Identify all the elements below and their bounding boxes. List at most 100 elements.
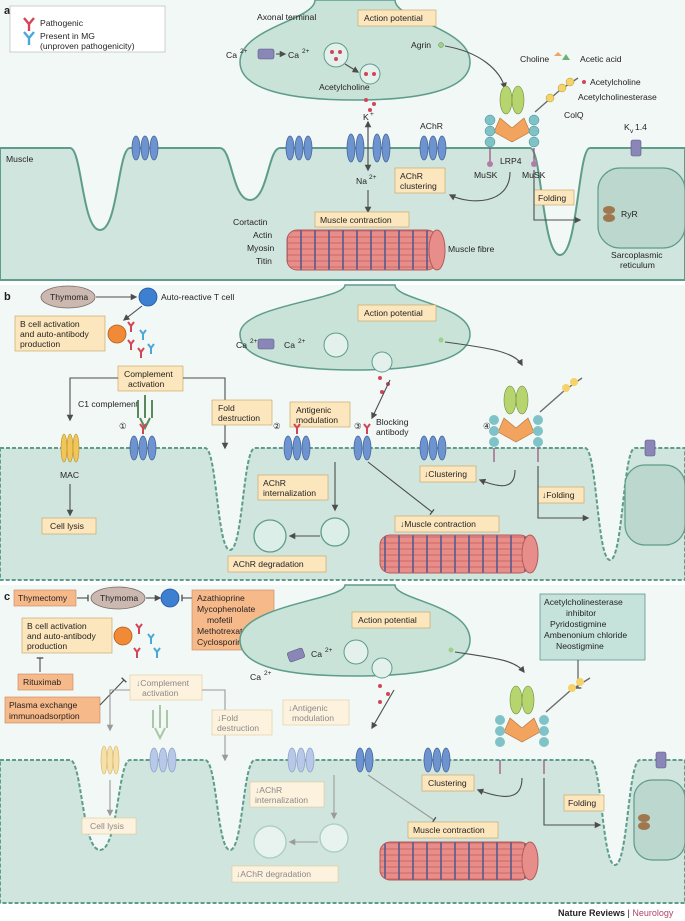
pathogenic-antibody-icon	[23, 17, 35, 31]
ach-dot	[372, 72, 376, 76]
fold-destruction-box-c	[211, 709, 273, 736]
complement-label-2: activation	[128, 379, 165, 389]
musk-left-label: MuSK	[474, 170, 498, 180]
ca-right-label: Ca	[288, 50, 299, 60]
mechanism-number-3: ③	[354, 421, 362, 431]
panel-b: b Thymoma Auto-reactive T cell B cell ac…	[0, 284, 685, 581]
complement-c-label-1: ↓Complement	[136, 678, 190, 688]
agrin-dot	[438, 42, 444, 48]
ach-dot	[378, 376, 382, 380]
muscle-fibre-end-b	[521, 534, 539, 574]
lysosome	[253, 519, 287, 553]
panel-b-letter: b	[4, 291, 11, 303]
contraction-line-c	[367, 774, 437, 824]
muscle-contraction-label-c: Muscle contraction	[413, 825, 485, 835]
synaptic-vesicle-c	[343, 639, 369, 665]
present-antibody-icon	[23, 31, 35, 45]
folding-label: Folding	[538, 193, 566, 203]
blocking-inhibition-line	[367, 461, 435, 516]
ca-right-charge-b: 2+	[298, 338, 306, 345]
achr-clustering-label-1: AChR	[400, 171, 423, 181]
panel-a-letter: a	[4, 5, 11, 17]
ache-enzyme	[570, 378, 578, 386]
ach-dot	[380, 390, 384, 394]
endosome-c	[319, 823, 349, 853]
action-potential-label-b: Action potential	[364, 308, 423, 318]
kv-channel-b	[644, 439, 656, 457]
choline-icon	[554, 52, 562, 56]
bcell-label-1: B cell activation	[20, 319, 80, 329]
ryr-channel	[603, 214, 615, 222]
na-label: Na	[356, 176, 367, 186]
achr-intern-c-label-1: ↓AChR	[255, 785, 282, 795]
ach-dot	[334, 57, 338, 61]
agrin-arrow	[444, 45, 507, 90]
thymoma-label-c: Thymoma	[100, 593, 138, 603]
synaptic-vesicle	[323, 42, 349, 68]
bcell-activation-box-c	[21, 617, 113, 654]
choline-label: Choline	[520, 54, 549, 64]
immuno-label-1: Azathioprine	[197, 593, 245, 603]
ache-enzyme	[557, 83, 567, 93]
clustering-arrow	[448, 171, 511, 202]
muscle-contraction-box	[314, 211, 410, 228]
bcell-c-label-3: production	[27, 641, 67, 651]
kv-subscript: v	[630, 128, 634, 135]
muscle-fibre	[286, 229, 438, 271]
ca-left-label: Ca	[226, 50, 237, 60]
docked-vesicle-c	[371, 657, 393, 679]
lrp4-musk-complex	[484, 85, 540, 167]
b-cell-c	[113, 626, 133, 646]
ca-right-charge: 2+	[302, 48, 310, 55]
folding-arrow	[533, 170, 582, 224]
rituximab-box	[17, 673, 74, 691]
clustering-arrow-b	[478, 469, 516, 487]
clustering-arrow-c	[476, 777, 523, 797]
sarcoplasmic-reticulum-c	[633, 779, 685, 861]
ache-label-5: Neostigmine	[556, 641, 604, 651]
muscle-membrane-b	[0, 447, 685, 581]
ach-release-arrow-b	[371, 379, 391, 420]
rituximab-label: Rituximab	[23, 677, 61, 687]
legend-present-mg: Present in MG	[40, 31, 95, 41]
k-charge: +	[370, 111, 374, 118]
ca-left-label-c: Ca	[250, 672, 261, 682]
achr-degradation-label: AChR degradation	[233, 559, 304, 569]
ca-right-label-b: Ca	[284, 340, 295, 350]
k-label: K	[363, 112, 369, 122]
ach-dot	[368, 108, 372, 112]
folding-arrow-b	[537, 466, 590, 522]
lrp4-label: LRP4	[500, 156, 522, 166]
muscle-contraction-label: Muscle contraction	[320, 215, 392, 225]
ryr-channel-c	[638, 822, 650, 830]
synaptic-vesicle-b	[323, 332, 349, 358]
plasma-exchange-inhibit	[99, 677, 127, 706]
muscle-fibre-b	[379, 534, 531, 574]
immuno-label-5: Cyclosporine	[197, 637, 247, 647]
ca-left-charge-b: 2+	[250, 338, 258, 345]
muscle-contraction-box-b	[394, 515, 500, 533]
ach-dot	[330, 50, 334, 54]
legend-unproven: (unproven pathogenicity)	[40, 41, 135, 51]
ach-release-arrow-c	[371, 689, 395, 730]
achr-cluster-b	[129, 435, 447, 461]
agrin-dot-b	[438, 337, 444, 343]
fold-destruction-label-2: destruction	[218, 413, 260, 423]
ryr-channel-c	[638, 814, 650, 822]
mechanism-number-2: ②	[273, 421, 281, 431]
docked-vesicle	[359, 63, 381, 85]
ache-enzyme	[576, 678, 584, 686]
complement-to-mac-arrow-c	[106, 689, 130, 732]
ca-channel-b	[257, 338, 275, 350]
clustering-label-b: ↓Clustering	[424, 469, 467, 479]
achr-degradation-box	[227, 555, 327, 573]
immuno-label-3: mofetil	[207, 615, 232, 625]
legend-box	[9, 5, 166, 53]
c1-complement-icon	[137, 395, 153, 431]
publisher-name: Nature Reviews	[558, 908, 625, 918]
lysosome-c	[253, 825, 287, 859]
acetylcholine-left-label: Acetylcholine	[319, 82, 370, 92]
kv-label: K	[624, 122, 630, 132]
ca-left-charge-c: 2+	[264, 670, 272, 677]
agrin-dot-c	[448, 647, 454, 653]
